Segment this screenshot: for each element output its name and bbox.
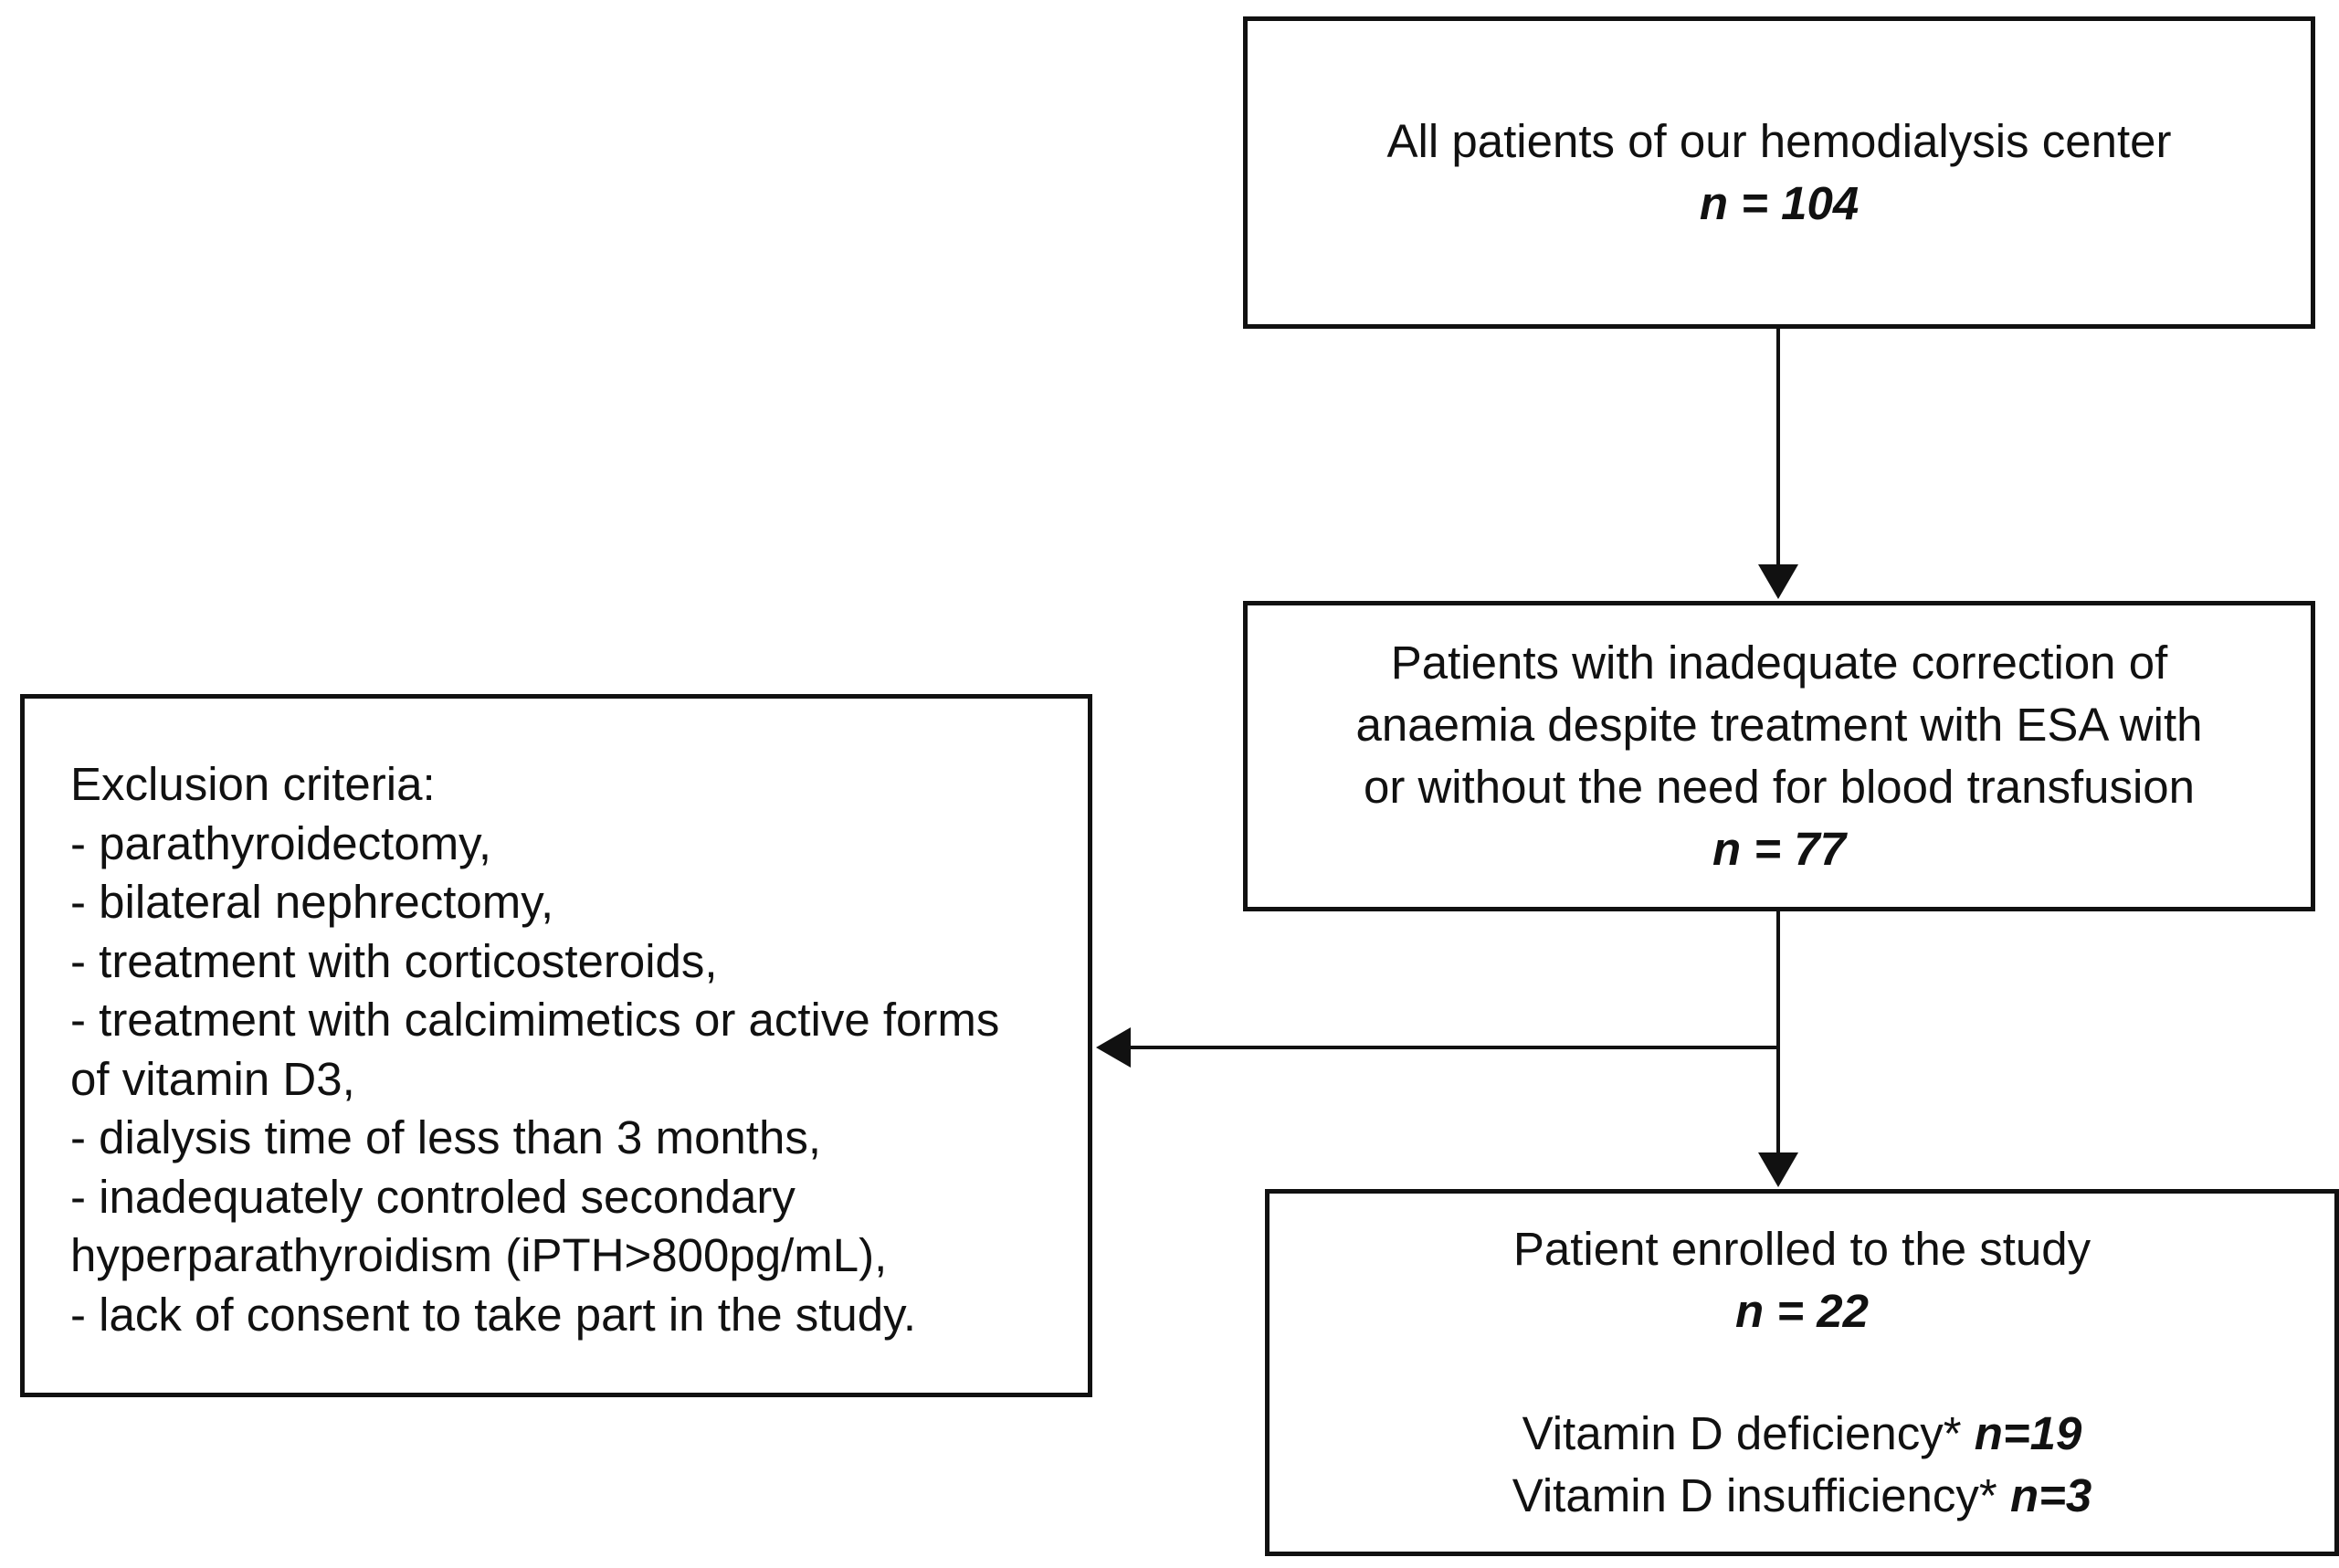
enrolled-text: Patient enrolled to the study: [1512, 1223, 2091, 1275]
arrowhead-to-enrolled: [1758, 1152, 1798, 1187]
all-patients-text: All patients of our hemodialysis center: [1386, 115, 2172, 167]
arrowhead-to-exclusion: [1096, 1027, 1131, 1068]
vitamin-d-insufficiency-count: n=3: [2009, 1469, 2092, 1521]
all-patients-count: n = 104: [1699, 177, 1860, 229]
exclusion-criteria-item: - inadequately controled secondary: [70, 1170, 795, 1223]
exclusion-criteria-item: - treatment with corticosteroids,: [70, 934, 718, 987]
inadequate-correction-count: n = 77: [1712, 823, 1846, 875]
exclusion-criteria-item: - bilateral nephrectomy,: [70, 876, 554, 928]
exclusion-criteria-item: - lack of consent to take part in the st…: [70, 1288, 917, 1341]
exclusion-criteria-box: Exclusion criteria: - parathyroidectomy,…: [20, 694, 1092, 1397]
arrowhead-to-anaemia: [1758, 564, 1798, 599]
all-patients-box: All patients of our hemodialysis center …: [1243, 16, 2315, 329]
inadequate-correction-line-2: anaemia despite treatment with ESA with: [1355, 699, 2203, 751]
exclusion-criteria-title: Exclusion criteria:: [70, 758, 436, 810]
exclusion-criteria-item: hyperparathyroidism (iPTH>800pg/mL),: [70, 1229, 888, 1281]
vitamin-d-deficiency-count: n=19: [1974, 1407, 2082, 1459]
exclusion-criteria-item: - dialysis time of less than 3 months,: [70, 1111, 822, 1163]
inadequate-correction-line-3: or without the need for blood transfusio…: [1363, 761, 2196, 813]
inadequate-correction-line-1: Patients with inadequate correction of: [1390, 637, 2168, 689]
inadequate-correction-box: Patients with inadequate correction of a…: [1243, 601, 2315, 911]
vitamin-d-insufficiency-row: Vitamin D insufficiency* n=3: [1512, 1465, 2092, 1527]
vitamin-d-insufficiency-label: Vitamin D insufficiency*: [1512, 1469, 2010, 1521]
exclusion-criteria-item: of vitamin D3,: [70, 1052, 355, 1105]
exclusion-criteria-item: - treatment with calcimimetics or active…: [70, 994, 1000, 1046]
enrolled-count: n = 22: [1734, 1285, 1869, 1337]
vitamin-d-deficiency-label: Vitamin D deficiency*: [1522, 1407, 1975, 1459]
vitamin-d-deficiency-row: Vitamin D deficiency* n=19: [1522, 1403, 2082, 1465]
enrolled-patients-box: Patient enrolled to the study n = 22 Vit…: [1265, 1189, 2339, 1556]
exclusion-criteria-item: - parathyroidectomy,: [70, 816, 492, 869]
